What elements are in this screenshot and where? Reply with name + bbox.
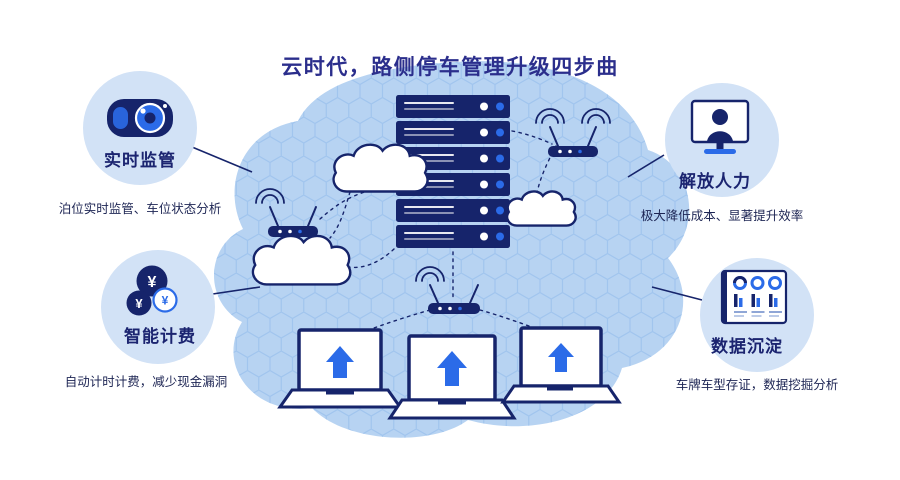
laptop-left-icon xyxy=(277,328,403,409)
chart-dashboard-icon xyxy=(720,269,788,325)
feature-desc-realtime: 泊位实时监管、车位状态分析 xyxy=(58,202,222,216)
yen-symbol: ¥ xyxy=(162,294,169,308)
server-unit xyxy=(396,95,510,118)
upload-arrow-icon xyxy=(326,346,354,378)
wifi-signal-icon xyxy=(535,108,611,124)
wifi-signal-icon xyxy=(415,266,445,282)
page-title: 云时代，路侧停车管理升级四步曲 xyxy=(281,56,619,79)
server-unit xyxy=(396,225,510,248)
connector-line-data xyxy=(651,286,703,301)
laptop-center-icon xyxy=(387,334,517,420)
feature-circle-data xyxy=(700,258,814,372)
router-right-icon xyxy=(535,108,611,157)
feature-circle-billing: ¥ ¥ ¥ xyxy=(101,250,215,364)
camera-icon xyxy=(107,99,173,137)
feature-label-billing: 智能计费 xyxy=(124,327,196,346)
monitor-person-icon xyxy=(690,99,750,154)
feature-circle-manpower xyxy=(665,83,779,197)
feature-label-manpower: 解放人力 xyxy=(679,172,751,191)
yen-symbol: ¥ xyxy=(148,274,157,291)
upload-arrow-icon xyxy=(548,343,574,372)
laptop-right-icon xyxy=(500,326,622,404)
feature-desc-data: 车牌车型存证，数据挖掘分析 xyxy=(675,378,839,392)
connector-lines xyxy=(191,146,703,301)
wifi-signal-icon xyxy=(255,188,285,204)
feature-label-data: 数据沉淀 xyxy=(711,337,783,356)
coins-icon: ¥ ¥ ¥ xyxy=(126,265,178,316)
upload-arrow-icon xyxy=(437,351,467,386)
feature-desc-billing: 自动计时计费，减少现金漏洞 xyxy=(64,375,228,389)
router-left-icon xyxy=(255,188,318,237)
router-bottom-icon xyxy=(415,266,480,314)
connector-line-realtime xyxy=(191,146,253,173)
yen-symbol: ¥ xyxy=(135,296,143,311)
connector-line-manpower xyxy=(627,154,665,178)
connector-line-billing xyxy=(205,286,261,296)
feature-circle-realtime xyxy=(83,71,197,185)
feature-label-realtime: 实时监管 xyxy=(104,151,176,170)
server-unit xyxy=(396,199,510,222)
feature-desc-manpower: 极大降低成本、显著提升效率 xyxy=(640,209,804,223)
server-unit xyxy=(396,121,510,144)
